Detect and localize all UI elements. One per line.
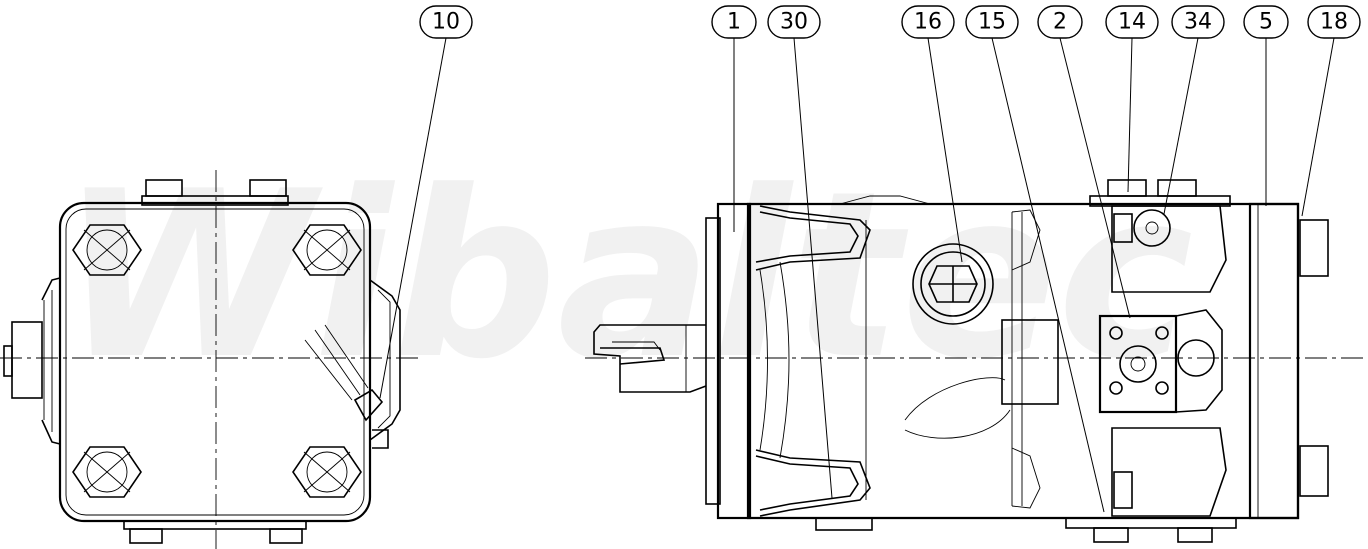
bolt-head	[145, 179, 183, 197]
callout-15: 15	[965, 5, 1019, 39]
callout-1: 1	[711, 5, 757, 39]
callout-15-label: 15	[978, 10, 1006, 35]
hex-nut	[72, 224, 142, 276]
hex-nut	[292, 224, 362, 276]
callout-16-label: 16	[914, 10, 942, 35]
valve-cap	[1111, 427, 1227, 517]
bolt-head	[1107, 179, 1147, 197]
callout-34-label: 34	[1184, 10, 1212, 35]
bolt-head	[129, 528, 163, 544]
callout-34: 34	[1171, 5, 1225, 39]
connector	[1001, 319, 1059, 405]
valve-block	[1098, 314, 1178, 414]
callout-1-label: 1	[727, 10, 741, 35]
callout-5-label: 5	[1259, 10, 1273, 35]
watermark-text: Wibaltec	[60, 143, 1194, 410]
valve-cap	[1111, 205, 1227, 293]
callout-14-label: 14	[1118, 10, 1146, 35]
callout-5: 5	[1243, 5, 1289, 39]
hex-nut	[292, 446, 362, 498]
callout-14: 14	[1105, 5, 1159, 39]
callout-2-label: 2	[1053, 10, 1067, 35]
bolt-head	[1157, 179, 1197, 197]
rear-cover	[1248, 202, 1300, 520]
callout-2: 2	[1037, 5, 1083, 39]
callout-18: 18	[1307, 5, 1361, 39]
end-bolt	[1299, 219, 1329, 277]
end-bolt	[1299, 445, 1329, 497]
bolt-head	[249, 179, 287, 197]
bolt-head	[1093, 527, 1129, 543]
callout-10: 10	[419, 5, 473, 39]
end-view	[0, 170, 420, 549]
callout-10-label: 10	[432, 10, 460, 35]
leader-lines	[379, 37, 1335, 513]
callout-30: 30	[767, 5, 821, 39]
bolt-head	[269, 528, 303, 544]
callout-18-label: 18	[1320, 10, 1348, 35]
bolt-head	[1177, 527, 1213, 543]
callout-16: 16	[901, 5, 955, 39]
callout-30-label: 30	[780, 10, 808, 35]
hex-nut	[72, 446, 142, 498]
screw-plug	[912, 243, 994, 325]
drive-shaft	[593, 324, 707, 393]
shaft-flange	[11, 321, 43, 399]
fitting	[353, 388, 384, 422]
